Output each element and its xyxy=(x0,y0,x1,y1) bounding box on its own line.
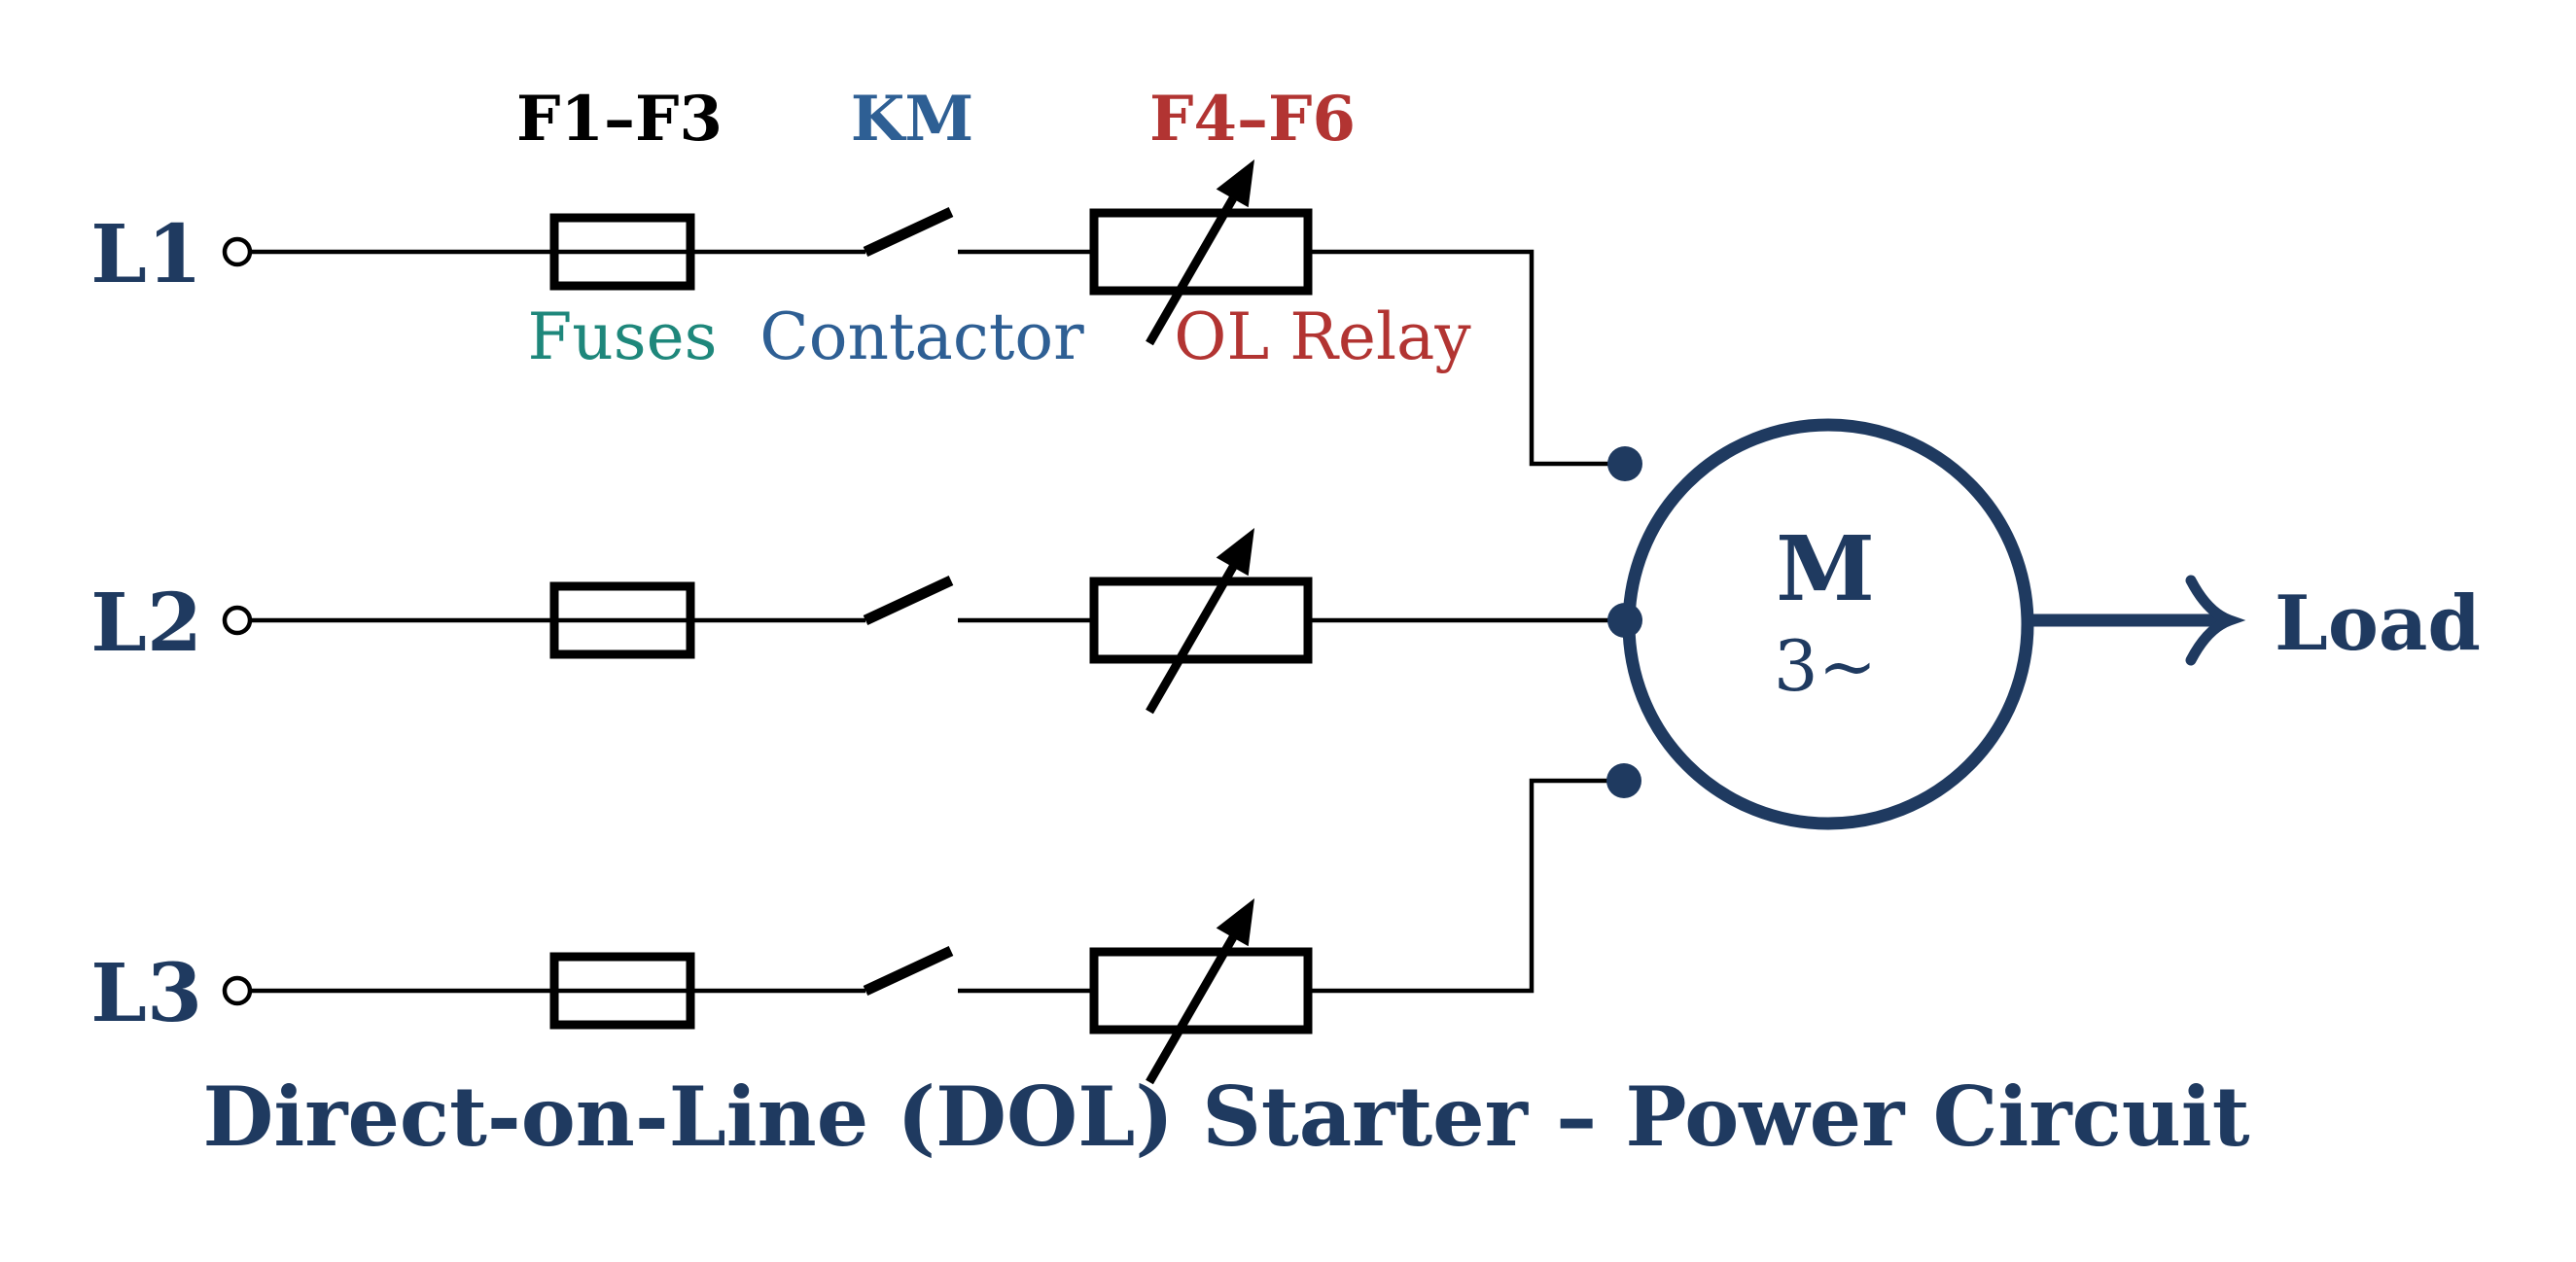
supply-terminal-l1 xyxy=(222,236,253,267)
load-output: Load xyxy=(2028,575,2481,668)
phase-row-l2: L2 xyxy=(90,528,1622,715)
phase-row-l1: L1 xyxy=(90,159,1614,467)
phase-label-l1: L1 xyxy=(90,208,202,301)
junction-dot-l1 xyxy=(1607,446,1642,481)
overload-relay-ref-label: F4–F6 xyxy=(1149,83,1356,156)
overload-relay-arrowhead-l2 xyxy=(1216,528,1254,577)
motor-symbol: M 3~ xyxy=(1622,418,2034,830)
phase-label-l2: L2 xyxy=(90,577,202,670)
contactor-blade-l3 xyxy=(863,946,954,996)
fuse-symbol-l2 xyxy=(549,581,695,659)
junction-dot-l3 xyxy=(1606,763,1641,798)
wire-l3-to-motor xyxy=(1308,778,1612,994)
load-arrowhead xyxy=(2185,575,2246,666)
supply-terminal-l2 xyxy=(222,605,253,636)
overload-relay-arrow-shaft-l3 xyxy=(1146,934,1237,1085)
motor-phase-symbol: 3~ xyxy=(1774,625,1877,707)
overload-relay-name-label: OL Relay xyxy=(1174,299,1471,374)
component-ref-labels: F1–F3 KM F4–F6 xyxy=(516,83,1356,156)
overload-relay-arrowhead-l1 xyxy=(1216,159,1254,208)
overload-relay-arrow-shaft-l1 xyxy=(1146,195,1237,346)
load-label: Load xyxy=(2275,579,2481,668)
component-name-labels: Fuses Contactor OL Relay xyxy=(527,299,1471,374)
fuse-name-label: Fuses xyxy=(527,299,717,374)
contactor-ref-label: KM xyxy=(851,83,973,156)
motor-circle xyxy=(1622,418,2034,830)
overload-relay-arrow-shaft-l2 xyxy=(1146,564,1237,715)
phase-row-l3: L3 xyxy=(90,778,1612,1085)
motor-junction-dots xyxy=(1606,446,1642,798)
diagram-title: Direct-on-Line (DOL) Starter – Power Cir… xyxy=(202,1069,2249,1165)
phase-label-l3: L3 xyxy=(90,947,202,1040)
contactor-blade-l2 xyxy=(863,576,954,625)
fuse-ref-label: F1–F3 xyxy=(516,83,723,156)
wire-l1-to-motor xyxy=(1308,249,1614,467)
overload-relay-arrowhead-l3 xyxy=(1216,898,1254,947)
junction-dot-l2 xyxy=(1607,603,1642,638)
fuse-symbol-l3 xyxy=(549,952,695,1030)
contactor-blade-l1 xyxy=(863,207,954,257)
contactor-name-label: Contactor xyxy=(759,299,1084,374)
supply-terminal-l3 xyxy=(222,975,253,1006)
fuse-symbol-l1 xyxy=(549,213,695,291)
motor-designation: M xyxy=(1776,516,1875,621)
